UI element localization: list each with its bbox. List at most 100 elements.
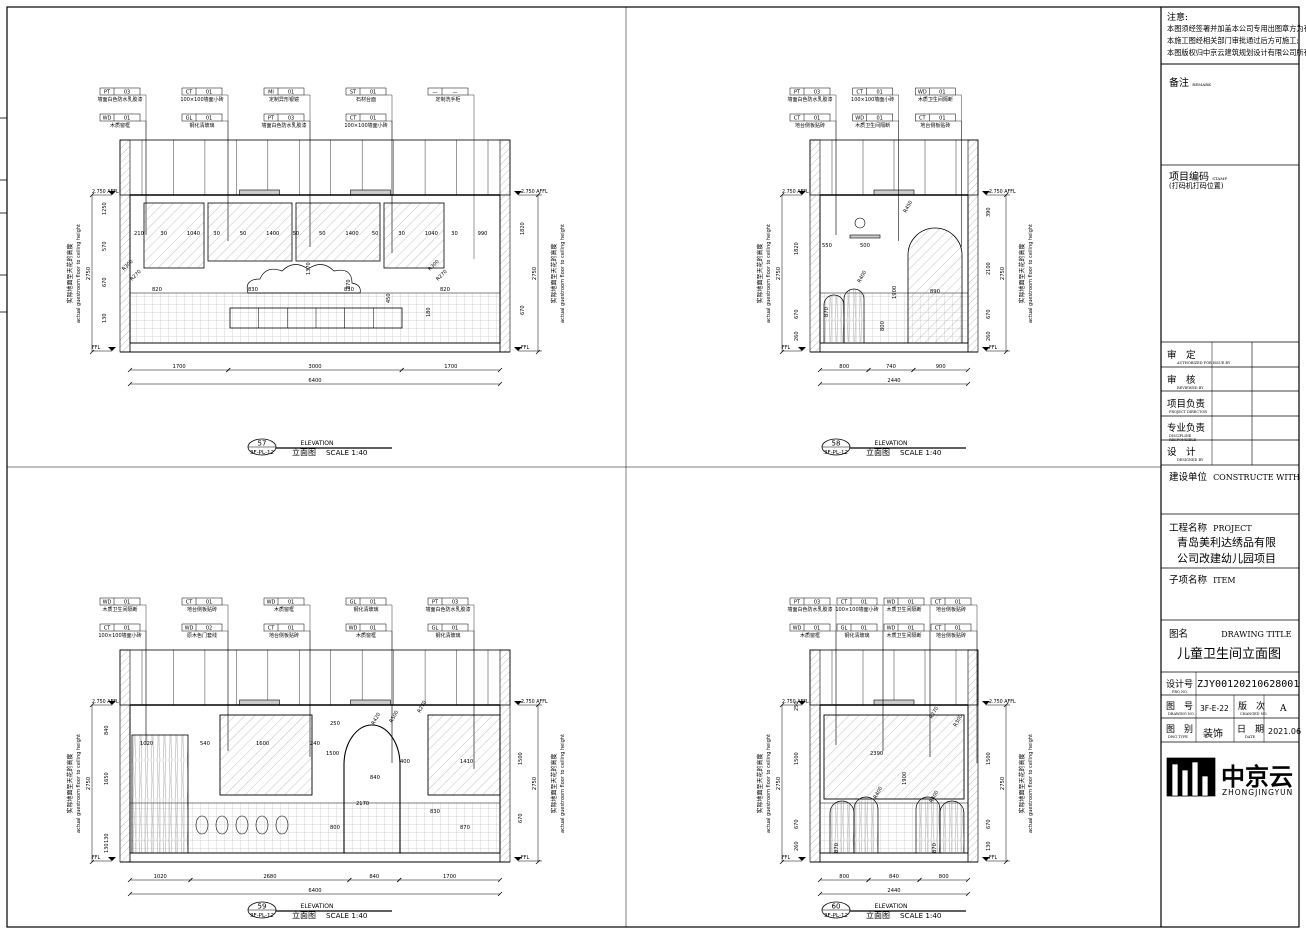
floor-plinth: [129, 342, 501, 353]
dim-tick: [535, 192, 541, 198]
tag-number: 01: [876, 116, 882, 122]
dim-tick: [399, 367, 404, 373]
bottom-dimension: 3000: [226, 364, 404, 373]
level-text: 2.750 AFFL: [989, 189, 1016, 195]
item-label: 子项名称 ITEM: [1169, 575, 1236, 586]
view-scale: SCALE 1:40: [326, 448, 368, 457]
tag-number: 01: [206, 116, 212, 122]
level-mark: 2.750 AFFL: [92, 189, 119, 196]
level-triangle: [798, 347, 806, 351]
tag-desc: 原木色门套线: [187, 632, 217, 639]
window-right: [427, 714, 501, 796]
dim-tick: [396, 877, 402, 883]
dim-text: 830: [344, 287, 354, 293]
level-text: 2.750 AFFL: [92, 699, 119, 705]
dim-text: 210: [134, 231, 144, 237]
dim-text: 990: [478, 231, 488, 237]
project-code-sub: (打码机打码位置): [1169, 182, 1224, 190]
arch-door: [343, 724, 401, 853]
dim-tick: [1003, 192, 1009, 198]
mirror-center-right: [295, 202, 381, 262]
tag-code: CT: [841, 600, 848, 606]
dim-text: 540: [200, 741, 210, 747]
tag-box: [181, 597, 223, 606]
side-label-en: actual guestroom floor to ceiling height: [76, 734, 82, 833]
tag-number: 01: [288, 600, 294, 606]
tag-number: 01: [370, 90, 376, 96]
tag-number: 01: [288, 90, 294, 96]
tag-code: WD: [793, 626, 802, 632]
tag-code: GL: [841, 626, 848, 632]
dim-text: 250: [794, 701, 800, 711]
side-label-cn: 实际地面至天花的高度: [756, 753, 764, 813]
dim-text: 500: [860, 243, 870, 249]
level-text: 2.750 AFFL: [782, 189, 809, 195]
dim-text: 670: [518, 813, 524, 823]
level-mark: 2.750 AFFL: [782, 699, 809, 706]
project-name-line-2: 公司改建幼儿园项目: [1177, 552, 1276, 565]
logo-slot: [1181, 769, 1189, 797]
side-label-cn: 实际地面至天花的高度: [66, 243, 74, 303]
dim-text: 1020: [140, 741, 153, 747]
dim-tick: [127, 877, 133, 883]
bottom-dimension: 900: [911, 364, 971, 373]
view-ref: 3F-PL-12: [824, 913, 848, 919]
level-triangle: [982, 857, 990, 861]
dim-text: 840: [889, 874, 899, 880]
wall-section-right: [967, 139, 979, 353]
dim-text: 1820: [794, 242, 800, 255]
tag-code: ST: [350, 90, 357, 96]
dim-tick: [188, 877, 193, 883]
drawing-title: 儿童卫生间立面图: [1177, 647, 1282, 662]
tag-box: [930, 623, 972, 632]
dim-text: 130: [102, 313, 108, 323]
wall-section-left: [809, 139, 821, 353]
dim-tick: [89, 859, 95, 865]
dim-tick: [911, 367, 916, 373]
level-mark: FFL: [782, 345, 806, 352]
dim-tick: [497, 381, 503, 387]
dim-text: 800: [880, 321, 886, 331]
tag-box: [345, 113, 387, 122]
dim-text: 820: [152, 287, 162, 293]
notice-line-1: 本图须经签署并加盖本公司专用出图章方为有效;: [1167, 24, 1306, 33]
urinal: [275, 815, 289, 835]
dim-text: 800: [839, 364, 849, 370]
dim-text: 670: [986, 819, 992, 829]
dim-text: 670: [520, 305, 526, 315]
view-number: 58: [832, 440, 841, 448]
tag-number: 01: [124, 116, 130, 122]
tag-code: CT: [350, 116, 357, 122]
wall-section-left: [119, 139, 131, 353]
bottom-dimension: 840: [866, 874, 922, 883]
dim-text: 740: [886, 364, 896, 370]
tag-desc: 地台侧板贴砖: [936, 606, 966, 613]
tag-desc: 木质卫生间隔断: [918, 96, 953, 103]
dim-text: 130: [104, 843, 110, 853]
dim-tick: [127, 367, 133, 373]
tag-desc: 地台侧板贴砖: [269, 632, 299, 639]
dim-text: 1700: [444, 364, 457, 370]
tag-desc: 地台侧板贴砖: [187, 606, 217, 613]
level-triangle: [798, 701, 806, 705]
bottom-dimension: 1700: [127, 364, 231, 373]
partition-arch-right: [915, 796, 941, 853]
tag-code: WD: [349, 626, 358, 632]
tag-desc: 木质卫生间隔断: [886, 606, 921, 613]
dim-text: 260: [794, 841, 800, 851]
tag-number: 01: [370, 600, 376, 606]
dim-text: 1500: [986, 752, 992, 765]
dim-tick: [965, 877, 971, 883]
dim-text: 1370: [306, 262, 312, 275]
